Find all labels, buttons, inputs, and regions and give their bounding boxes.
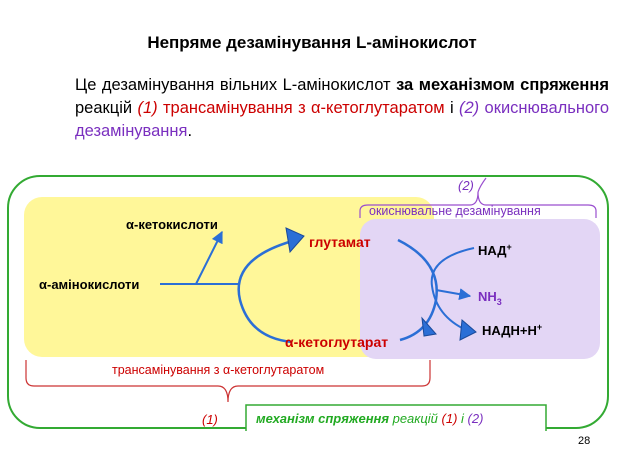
intro-part: реакцій [75,99,138,117]
nadh-arrowhead [459,318,477,341]
intro-part: . [187,122,193,140]
intro-part: Це дезамінування вільних L-амінокислот [75,76,397,94]
mech-part-1: механізм спряження [256,411,389,426]
glutamate-arrowhead [285,227,305,254]
brace-1 [25,360,431,403]
nh3-text: NH [478,289,497,304]
yellow-zone [24,197,434,357]
label-1-num: (1) [202,412,218,427]
intro-part: і [444,99,460,117]
mech-box-frame [245,404,547,431]
nh3-arrow [435,288,472,301]
ketoglutarate-label: α-кетоглутарат [285,334,388,350]
mech-part-3: і [457,411,467,426]
brace-2-tip [477,177,487,193]
nadh-text: НАДН+Н [482,323,537,338]
mechanism-label: механізм спряження реакцій (1) і (2) [256,411,483,426]
ketoacid-arrow [195,230,223,285]
intro-num-1: (1) [137,99,158,117]
intro-num-2: (2) [459,99,480,117]
intro-text: Це дезамінування вільних L-амінокислот з… [75,74,609,143]
aminoacids-label: α-амінокислоти [39,277,139,292]
mech-num-2: (2) [468,411,484,426]
nh3-label: NH3 [478,289,502,307]
nad-label: НАД+ [478,242,512,258]
intro-bold: за механізмом спряження [396,76,609,94]
mech-num-1: (1) [442,411,458,426]
page-title: Непряме дезамінування L-амінокислот [147,33,477,52]
nadh-label: НАДН+Н+ [482,322,542,338]
intro-oxidative: окиснювального дезамінування [75,99,610,140]
page-number: 28 [578,435,591,447]
transamination-arc [237,238,297,344]
nh3-sub: 3 [497,297,502,307]
mech-box-bg [246,405,546,431]
label-2-num: (2) [458,178,474,193]
nad-sup: + [507,242,512,252]
mech-part-2: реакцій [389,411,441,426]
ketoglutarate-arrowhead [421,316,437,337]
intro-transamination: трансамінування з α-кетоглутаратом [157,99,445,117]
ketoacids-label: α-кетокислоти [126,217,218,232]
nadh-sup: + [537,322,542,332]
glutamate-label: глутамат [309,234,371,250]
transamination-label: трансамінування з α-кетоглутаратом [112,363,324,377]
nad-arc [430,247,475,331]
nad-text: НАД [478,243,507,258]
oxidative-label: окиснювальне дезамінування [369,204,541,218]
